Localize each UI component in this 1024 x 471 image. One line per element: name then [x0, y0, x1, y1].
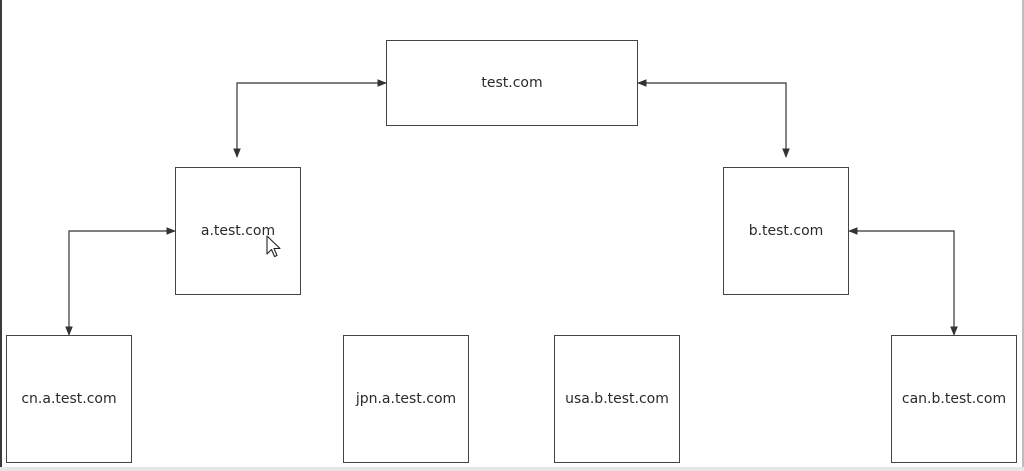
node-a-test-com[interactable]: a.test.com: [175, 167, 301, 295]
node-label: test.com: [481, 75, 543, 91]
node-cn-a-test-com[interactable]: cn.a.test.com: [6, 335, 132, 463]
node-label: a.test.com: [200, 223, 276, 239]
node-label: b.test.com: [748, 223, 824, 239]
node-can-b-test-com[interactable]: can.b.test.com: [891, 335, 1017, 463]
window-left-border: [0, 0, 2, 471]
window-right-border: [1022, 0, 1024, 471]
mouse-pointer-icon: [266, 235, 281, 258]
node-label: usa.b.test.com: [565, 391, 669, 407]
window-bottom-border: [0, 467, 1024, 471]
node-test-com[interactable]: test.com: [386, 40, 638, 126]
node-label: jpn.a.test.com: [355, 391, 457, 407]
node-usa-b-test-com[interactable]: usa.b.test.com: [554, 335, 680, 463]
node-b-test-com[interactable]: b.test.com: [723, 167, 849, 295]
node-label: cn.a.test.com: [21, 391, 117, 407]
node-jpn-a-test-com[interactable]: jpn.a.test.com: [343, 335, 469, 463]
node-label: can.b.test.com: [901, 391, 1007, 407]
edge-a-to-cn: [65, 227, 176, 336]
edge-root-to-a: [233, 79, 387, 158]
edge-root-to-b: [637, 79, 790, 158]
edge-b-to-can: [848, 227, 958, 336]
